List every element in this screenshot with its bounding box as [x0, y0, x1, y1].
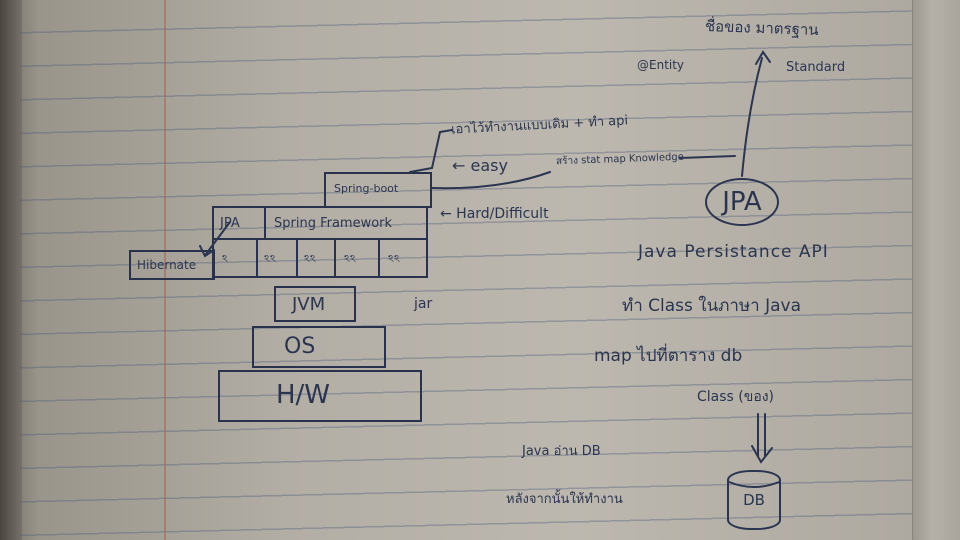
hw-box: H/W: [218, 370, 422, 422]
jar-label: jar: [414, 296, 433, 312]
jvm-label: JVM: [292, 294, 326, 315]
bottom-note: หลังจากนั้นให้ทำงาน: [506, 492, 623, 507]
spring-framework-label: Spring Framework: [274, 216, 393, 231]
hibernate-label: Hibernate: [137, 258, 197, 272]
next-page-edge: [912, 0, 960, 540]
library-divider: [378, 240, 380, 276]
springboot-arrow: [431, 171, 551, 190]
libraries-row: ঽ ঽঽ ঽঽ ঽঽ ঽঽ: [212, 238, 428, 278]
jvm-box: JVM: [274, 286, 356, 322]
hibernate-box: Hibernate: [129, 250, 215, 280]
library-scribble: ঽঽ: [304, 252, 316, 265]
jpa-full-name: Java Persistance API: [638, 242, 829, 262]
db-cylinder: DB: [727, 470, 781, 530]
hibernate-jpa-arrow: [205, 221, 231, 255]
jpa-to-standard-curve: [741, 57, 763, 177]
library-scribble: ঽ: [222, 252, 228, 265]
jpa-circle: JPA: [705, 178, 779, 226]
db-top-ellipse: [728, 481, 780, 488]
hard-note: ← Hard/Difficult: [440, 206, 549, 222]
jpa-explain-line1: ทำ Class ในภาษา Java: [622, 296, 802, 316]
library-divider: [334, 240, 336, 276]
spring-boot-label: Spring-boot: [334, 182, 399, 195]
standard-label: Standard: [786, 60, 846, 75]
standard-arrowhead: [755, 50, 771, 65]
hw-label: H/W: [276, 380, 331, 410]
library-scribble: ঽঽ: [388, 252, 400, 265]
notebook-binding: [0, 0, 22, 540]
entity-annotation: @Entity: [637, 58, 685, 72]
jpa-explain-line2: map ไปที่ตาราง db: [594, 346, 743, 366]
hibernate-arrowhead: [199, 245, 215, 258]
margin-line: [164, 0, 166, 540]
jpa-divider: [264, 208, 266, 238]
underline-note: [679, 155, 736, 159]
java-reads-db: Java อ่าน DB: [522, 444, 601, 459]
library-divider: [296, 240, 298, 276]
os-label: OS: [284, 334, 316, 359]
top-note-bracket: [409, 129, 453, 173]
library-scribble: ঽঽ: [344, 252, 356, 265]
db-arrowhead: [751, 445, 773, 464]
os-box: OS: [252, 326, 386, 368]
library-divider: [256, 240, 258, 276]
easy-note: ← easy: [452, 156, 508, 175]
library-scribble: ঽঽ: [264, 252, 276, 265]
class-label: Class (ของ): [697, 389, 775, 405]
